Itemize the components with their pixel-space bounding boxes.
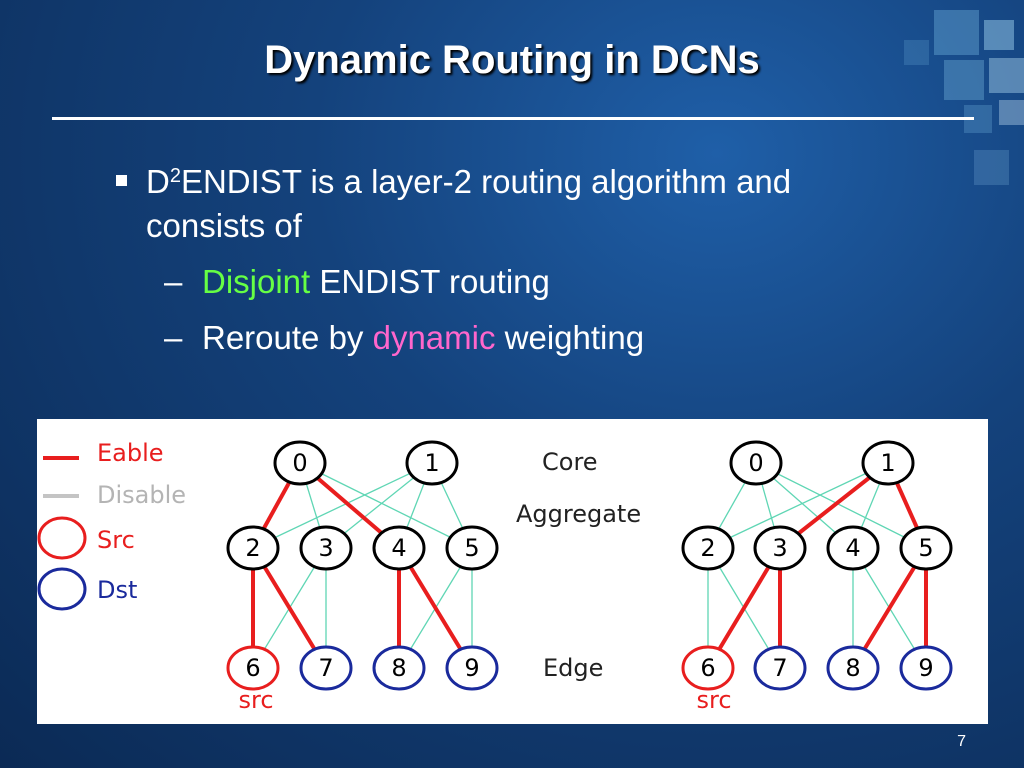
left-node-4: 4: [372, 525, 426, 571]
legend-src-label: Src: [97, 526, 135, 554]
square-bullet-icon: [116, 175, 127, 186]
right-node-5-label: 5: [918, 534, 933, 562]
left-node-2-label: 2: [245, 534, 260, 562]
right-node-7-label: 7: [772, 654, 787, 682]
left-node-7-label: 7: [318, 654, 333, 682]
right-node-6: 6: [681, 645, 735, 691]
left-node-8-label: 8: [391, 654, 406, 682]
left-node-9-label: 9: [464, 654, 479, 682]
bullet-main-superscript: 2: [169, 165, 181, 187]
slide-title: Dynamic Routing in DCNs: [264, 38, 760, 82]
left-node-1-label: 1: [424, 449, 439, 477]
left-node-6: 6: [226, 645, 280, 691]
dash-bullet-icon: –: [164, 263, 183, 300]
right-node-8: 8: [826, 645, 880, 691]
highlight-disjoint: Disjoint: [202, 263, 311, 300]
right-node-7: 7: [753, 645, 807, 691]
right-node-4-label: 4: [845, 534, 860, 562]
left-node-2: 2: [226, 525, 280, 571]
bullet-list: D2ENDIST is a layer-2 routing algorithm …: [112, 160, 972, 360]
left-node-3: 3: [299, 525, 353, 571]
highlight-dynamic: dynamic: [372, 319, 496, 356]
legend-dst-label: Dst: [97, 576, 137, 604]
bullet-sub1-text: ENDIST routing: [310, 263, 550, 300]
left-node-5: 5: [445, 525, 499, 571]
bullet-sub-disjoint: – Disjoint ENDIST routing: [112, 260, 972, 304]
left-node-9: 9: [445, 645, 499, 691]
right-node-3: 3: [753, 525, 807, 571]
bullet-main-line2: consists of: [146, 207, 302, 244]
right-topology-nodes: 0 1 2 3 4 5 6: [681, 440, 953, 714]
bullet-main-prefix: D: [146, 163, 170, 200]
bullet-sub2-before: Reroute by: [202, 319, 373, 356]
right-node-1-label: 1: [880, 449, 895, 477]
left-topology-links: [251, 461, 474, 670]
bullet-main-line1: ENDIST is a layer-2 routing algorithm an…: [180, 163, 792, 200]
legend: Eable Disable Src Dst: [37, 439, 186, 611]
left-node-7: 7: [299, 645, 353, 691]
right-node-0: 0: [729, 440, 783, 486]
left-node-6-label: 6: [245, 654, 260, 682]
legend-disable-label: Disable: [97, 481, 186, 509]
dash-bullet-icon: –: [164, 319, 183, 356]
left-topology-nodes: 0 1 2 3 4 5 6: [226, 440, 499, 714]
legend-enable-label: Eable: [97, 439, 164, 467]
right-node-2-label: 2: [700, 534, 715, 562]
legend-dst-circle: [37, 567, 87, 611]
layer-label-core: Core: [542, 448, 598, 476]
legend-src-circle: [37, 516, 87, 560]
page-number: 7: [957, 733, 966, 750]
topology-diagram: Eable Disable Src Dst Core Aggregate Edg…: [37, 439, 953, 714]
left-node-0: 0: [273, 440, 327, 486]
right-src-label: src: [696, 686, 731, 714]
layer-label-edge: Edge: [543, 654, 603, 682]
bullet-sub2-after: weighting: [495, 319, 645, 356]
right-node-3-label: 3: [772, 534, 787, 562]
right-topology-links: [706, 461, 928, 670]
right-node-2: 2: [681, 525, 735, 571]
bullet-main: D2ENDIST is a layer-2 routing algorithm …: [112, 160, 972, 248]
right-node-9-label: 9: [918, 654, 933, 682]
left-node-1: 1: [405, 440, 459, 486]
left-node-8: 8: [372, 645, 426, 691]
right-node-5: 5: [899, 525, 953, 571]
left-node-4-label: 4: [391, 534, 406, 562]
left-src-label: src: [238, 686, 273, 714]
right-node-0-label: 0: [748, 449, 763, 477]
right-node-6-label: 6: [700, 654, 715, 682]
layer-label-aggregate: Aggregate: [516, 500, 641, 528]
right-node-8-label: 8: [845, 654, 860, 682]
topology-figure: Eable Disable Src Dst Core Aggregate Edg…: [37, 419, 988, 724]
left-node-3-label: 3: [318, 534, 333, 562]
right-node-1: 1: [861, 440, 915, 486]
left-node-5-label: 5: [464, 534, 479, 562]
title-divider: [52, 117, 974, 120]
bullet-sub-reroute: – Reroute by dynamic weighting: [112, 316, 972, 360]
right-node-4: 4: [826, 525, 880, 571]
left-node-0-label: 0: [292, 449, 307, 477]
right-node-9: 9: [899, 645, 953, 691]
